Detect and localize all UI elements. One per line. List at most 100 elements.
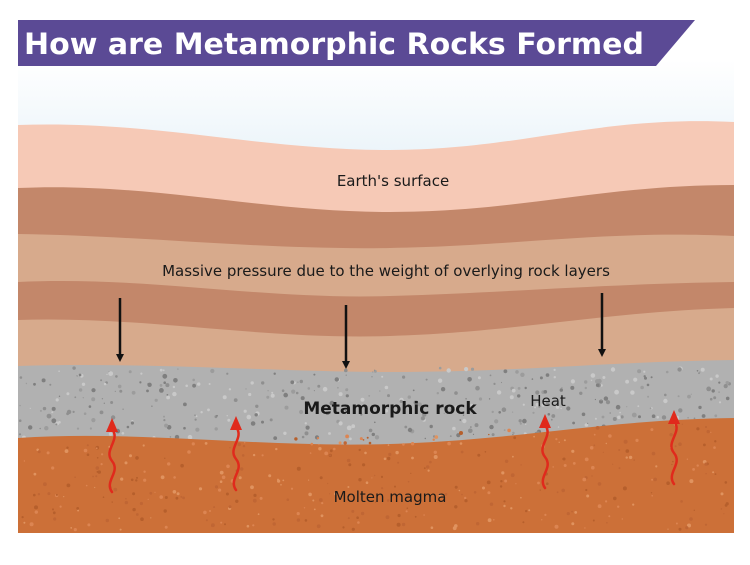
speckle — [357, 521, 360, 524]
speckle — [76, 507, 80, 510]
speckle — [87, 523, 91, 527]
speckle — [210, 525, 213, 527]
speckle — [95, 475, 98, 478]
speckle — [345, 434, 349, 439]
speckle — [49, 383, 52, 386]
speckle — [714, 473, 717, 475]
speckle — [173, 378, 178, 383]
speckle — [644, 376, 647, 380]
speckle — [440, 387, 446, 392]
speckle — [37, 450, 41, 454]
speckle — [416, 410, 418, 412]
speckle — [36, 448, 39, 452]
speckle — [700, 367, 705, 372]
speckle — [119, 389, 123, 393]
speckle — [548, 433, 550, 435]
speckle — [429, 460, 432, 464]
speckle — [147, 498, 149, 500]
speckle — [507, 428, 511, 433]
speckle — [489, 502, 494, 506]
speckle — [111, 501, 113, 503]
speckle — [563, 464, 567, 467]
speckle — [101, 453, 104, 456]
speckle — [407, 480, 410, 483]
speckle — [304, 422, 307, 425]
speckle — [594, 417, 597, 420]
speckle — [163, 415, 165, 418]
speckle — [248, 392, 252, 397]
speckle — [165, 383, 170, 388]
speckle — [81, 382, 86, 386]
speckle — [51, 411, 54, 414]
speckle — [410, 442, 415, 446]
speckle — [312, 499, 315, 502]
speckle — [250, 485, 254, 490]
speckle — [273, 436, 278, 440]
speckle — [503, 504, 506, 508]
speckle — [503, 429, 506, 431]
speckle — [714, 440, 717, 443]
speckle — [562, 457, 566, 461]
speckle — [225, 492, 229, 496]
speckle — [406, 507, 409, 510]
speckle — [246, 414, 252, 420]
speckle — [622, 486, 627, 491]
speckle — [395, 450, 399, 455]
speckle — [286, 498, 290, 502]
speckle — [229, 447, 231, 449]
speckle — [360, 397, 365, 402]
speckle — [584, 423, 589, 427]
speckle — [698, 372, 700, 375]
speckle — [434, 435, 439, 439]
speckle — [653, 477, 657, 482]
speckle — [379, 390, 381, 392]
speckle — [570, 385, 575, 390]
speckle — [528, 509, 531, 512]
speckle — [334, 377, 339, 382]
pressure-label: Massive pressure due to the weight of ov… — [162, 262, 610, 280]
speckle — [136, 476, 138, 479]
molten-magma-label: Molten magma — [334, 488, 447, 506]
metamorphic-rock-label: Metamorphic rock — [303, 399, 477, 419]
speckle — [318, 498, 323, 502]
speckle — [515, 483, 517, 485]
speckle — [66, 409, 72, 415]
speckle — [447, 441, 451, 446]
speckle — [574, 511, 578, 514]
speckle — [386, 499, 390, 502]
speckle — [305, 425, 310, 430]
speckle — [374, 501, 377, 503]
speckle — [499, 485, 503, 488]
speckle — [313, 390, 315, 392]
speckle — [605, 442, 607, 445]
speckle — [70, 527, 73, 529]
speckle — [374, 474, 376, 477]
speckle — [86, 453, 90, 457]
speckle — [582, 477, 587, 482]
speckle — [115, 375, 118, 378]
speckle — [413, 400, 419, 405]
speckle — [140, 372, 143, 375]
speckle — [135, 513, 139, 516]
speckle — [269, 418, 273, 422]
speckle — [534, 406, 537, 409]
speckle — [346, 458, 351, 463]
speckle — [151, 405, 153, 408]
speckle — [511, 411, 514, 413]
speckle — [723, 384, 728, 389]
speckle — [618, 449, 621, 451]
speckle — [280, 484, 282, 486]
speckle — [637, 405, 640, 408]
speckle — [509, 395, 514, 400]
speckle — [612, 417, 617, 421]
speckle — [43, 482, 47, 487]
speckle — [674, 445, 677, 448]
speckle — [221, 475, 226, 480]
speckle — [410, 472, 412, 474]
speckle — [467, 377, 472, 382]
speckle — [458, 489, 461, 492]
speckle — [203, 510, 207, 515]
speckle — [42, 406, 47, 411]
speckle — [520, 464, 522, 466]
speckle — [356, 516, 359, 519]
